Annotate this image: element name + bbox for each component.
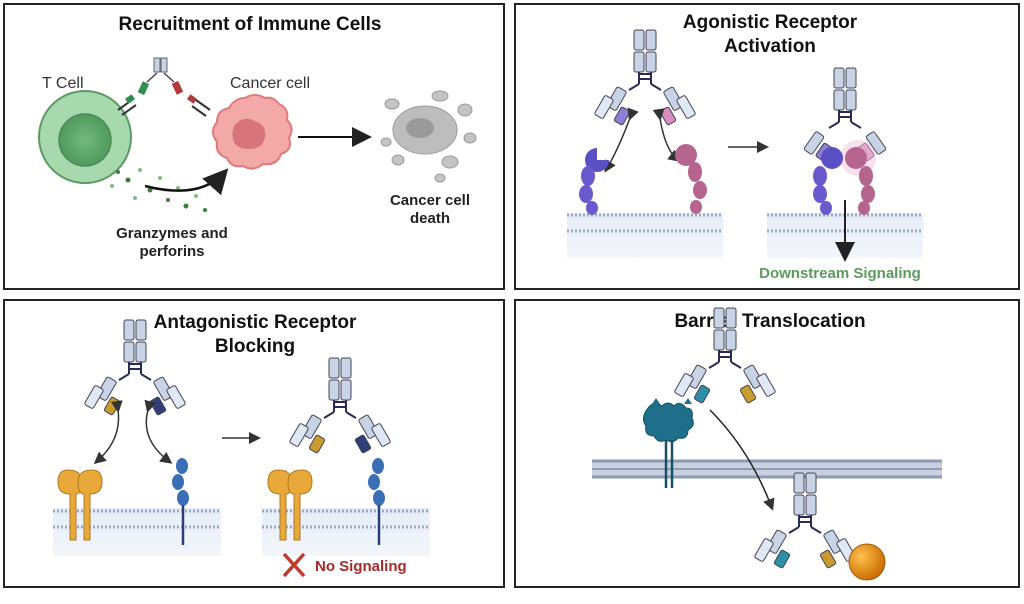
granzyme-arrow	[144, 168, 229, 196]
cross-icon	[282, 552, 306, 578]
translocation-arrow	[709, 409, 775, 511]
translocated-antibody-icon	[754, 472, 856, 569]
blocked-receptor-gold-icon	[267, 469, 313, 541]
bound-receptor-pink-icon	[845, 147, 875, 215]
panel-recruitment-title: Recruitment of Immune Cells	[119, 14, 382, 35]
panel-barrier: Barrier Translocation	[514, 299, 1020, 588]
receptor-gold-icon	[57, 469, 103, 541]
granzymes-label-line1: Granzymes and	[116, 225, 228, 242]
cancer-cell-icon	[212, 94, 293, 170]
binding-arrow-right	[144, 399, 173, 464]
downstream-signaling-label: Downstream Signaling	[759, 265, 921, 282]
t-cell-label: T Cell	[42, 75, 84, 92]
binding-arrow-left	[604, 107, 639, 173]
death-label-line2: death	[410, 210, 450, 227]
tcr-receptor-icon	[117, 94, 137, 116]
tumor-antigen-icon	[187, 94, 211, 117]
membrane-left	[567, 213, 723, 258]
granzymes-label-line2: perforins	[139, 243, 204, 260]
panel-antagonistic-title-line2: Blocking	[215, 336, 295, 357]
t-cell-icon	[38, 90, 132, 184]
panel-barrier-title: Barrier Translocation	[674, 311, 865, 332]
bispecific-antibody-icon	[137, 57, 184, 96]
dead-cell-icon	[380, 90, 477, 183]
membrane-right	[262, 508, 430, 556]
barrier-membrane	[592, 459, 942, 479]
panel-antagonistic-title-line1: Antagonistic Receptor	[154, 312, 357, 333]
antibody-icon	[674, 307, 776, 404]
panel-agonistic-title-line2: Activation	[724, 36, 816, 57]
blocked-receptor-navy-icon	[368, 458, 385, 545]
receptor-blue-icon	[579, 148, 609, 215]
target-particle-icon	[848, 543, 886, 581]
panel-recruitment: Recruitment of Immune Cells T Cell Cance…	[3, 3, 505, 290]
panel-antagonistic: Antagonistic Receptor Blocking	[3, 299, 505, 588]
no-signaling-label: No Signaling	[315, 558, 407, 575]
panel-agonistic-title-line1: Agonistic Receptor	[683, 12, 858, 33]
bound-receptor-blue-icon	[813, 147, 843, 215]
receptor-pink-icon	[675, 144, 707, 214]
transport-receptor-icon	[642, 398, 694, 488]
granule-dots	[110, 168, 207, 212]
cancer-cell-label: Cancer cell	[230, 75, 310, 92]
death-label-line1: Cancer cell	[390, 192, 470, 209]
panel-agonistic: Agonistic Receptor Activation	[514, 3, 1020, 290]
binding-arrow-left	[93, 400, 123, 464]
receptor-navy-icon	[172, 458, 189, 545]
blocking-antibody-icon	[289, 357, 391, 454]
membrane-left	[53, 508, 221, 556]
